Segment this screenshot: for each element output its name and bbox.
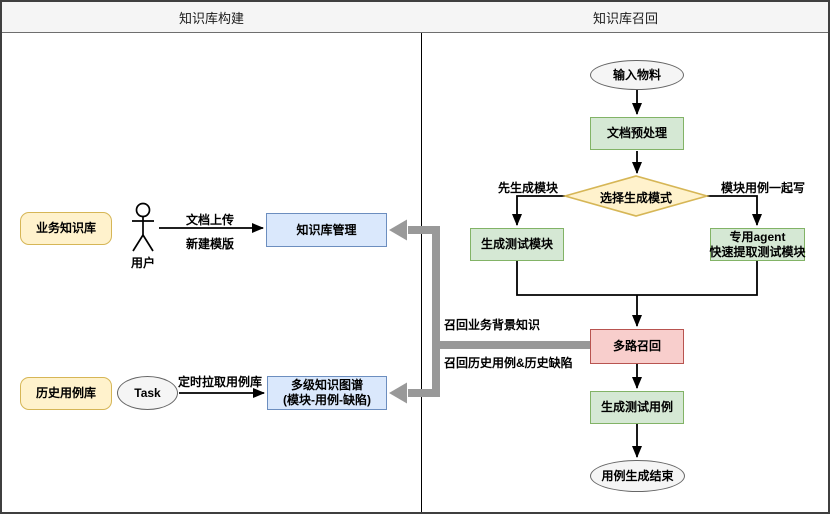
node-agent-extract: 专用agent 快速提取测试模块	[709, 228, 806, 261]
node-agent-extract-line1: 专用agent	[729, 229, 786, 244]
node-start: 输入物料	[590, 60, 684, 90]
edge-label-branch-right: 模块用例一起写	[721, 181, 806, 195]
node-knowledge-graph-line1: 多级知识图谱	[290, 378, 363, 393]
node-knowledge-graph-line2: (模块-用例-缺陷)	[283, 393, 371, 407]
node-end: 用例生成结束	[590, 460, 685, 492]
lane-divider	[421, 2, 422, 512]
node-business-kb-label: 业务知识库	[35, 221, 96, 236]
lane-title-construction: 知识库构建	[178, 10, 244, 26]
node-task-label: Task	[134, 385, 161, 400]
edge-label-branch-left: 先生成模块	[498, 181, 559, 195]
edge-label-doc-upload: 文档上传	[185, 213, 234, 227]
thick-arrow-recall-to-kb-management	[408, 226, 590, 349]
arrow-decision-to-gen-module	[512, 195, 565, 226]
node-gen-test-case-label: 生成测试用例	[600, 400, 673, 415]
node-business-kb: 业务知识库	[20, 212, 112, 245]
thick-arrowhead-kb-management	[389, 219, 407, 241]
decision-diamond-label: 选择生成模式	[599, 191, 672, 205]
edge-label-recall-background: 召回业务背景知识	[444, 318, 541, 332]
node-doc-preprocess: 文档预处理	[590, 117, 684, 150]
node-kb-management: 知识库管理	[266, 213, 387, 247]
thick-arrowhead-knowledge-graph	[389, 382, 407, 404]
node-gen-test-module-label: 生成测试模块	[480, 237, 553, 252]
edge-label-scheduled-pull: 定时拉取用例库	[178, 375, 263, 389]
node-multi-recall: 多路召回	[590, 329, 684, 364]
node-task: Task	[117, 376, 178, 410]
node-kb-management-label: 知识库管理	[296, 222, 357, 237]
thick-arrow-recall-to-knowledge-graph	[408, 345, 440, 397]
user-actor-icon	[132, 202, 154, 252]
node-doc-preprocess-label: 文档预处理	[606, 126, 667, 141]
node-multi-recall-label: 多路召回	[612, 339, 661, 354]
node-gen-test-module: 生成测试模块	[470, 228, 564, 261]
lane-title-recall: 知识库召回	[592, 10, 658, 26]
node-end-label: 用例生成结束	[601, 468, 674, 483]
user-actor-label: 用户	[130, 256, 155, 270]
edge-label-recall-history: 召回历史用例&历史缺陷	[444, 356, 573, 370]
node-gen-test-case: 生成测试用例	[590, 391, 684, 424]
lane-header-recall: 知识库召回	[421, 2, 828, 33]
node-agent-extract-line2: 快速提取测试模块	[709, 244, 806, 259]
node-history-case-lib: 历史用例库	[20, 377, 112, 410]
node-history-case-lib-label: 历史用例库	[35, 386, 96, 401]
decision-diamond-shape	[562, 175, 710, 217]
edge-label-new-template: 新建模版	[185, 237, 234, 251]
merge-connector	[516, 261, 758, 296]
node-start-label: 输入物料	[612, 67, 661, 82]
node-knowledge-graph: 多级知识图谱 (模块-用例-缺陷)	[267, 376, 387, 410]
arrow-decision-to-agent	[707, 195, 762, 226]
lane-header-construction: 知识库构建	[2, 2, 421, 33]
